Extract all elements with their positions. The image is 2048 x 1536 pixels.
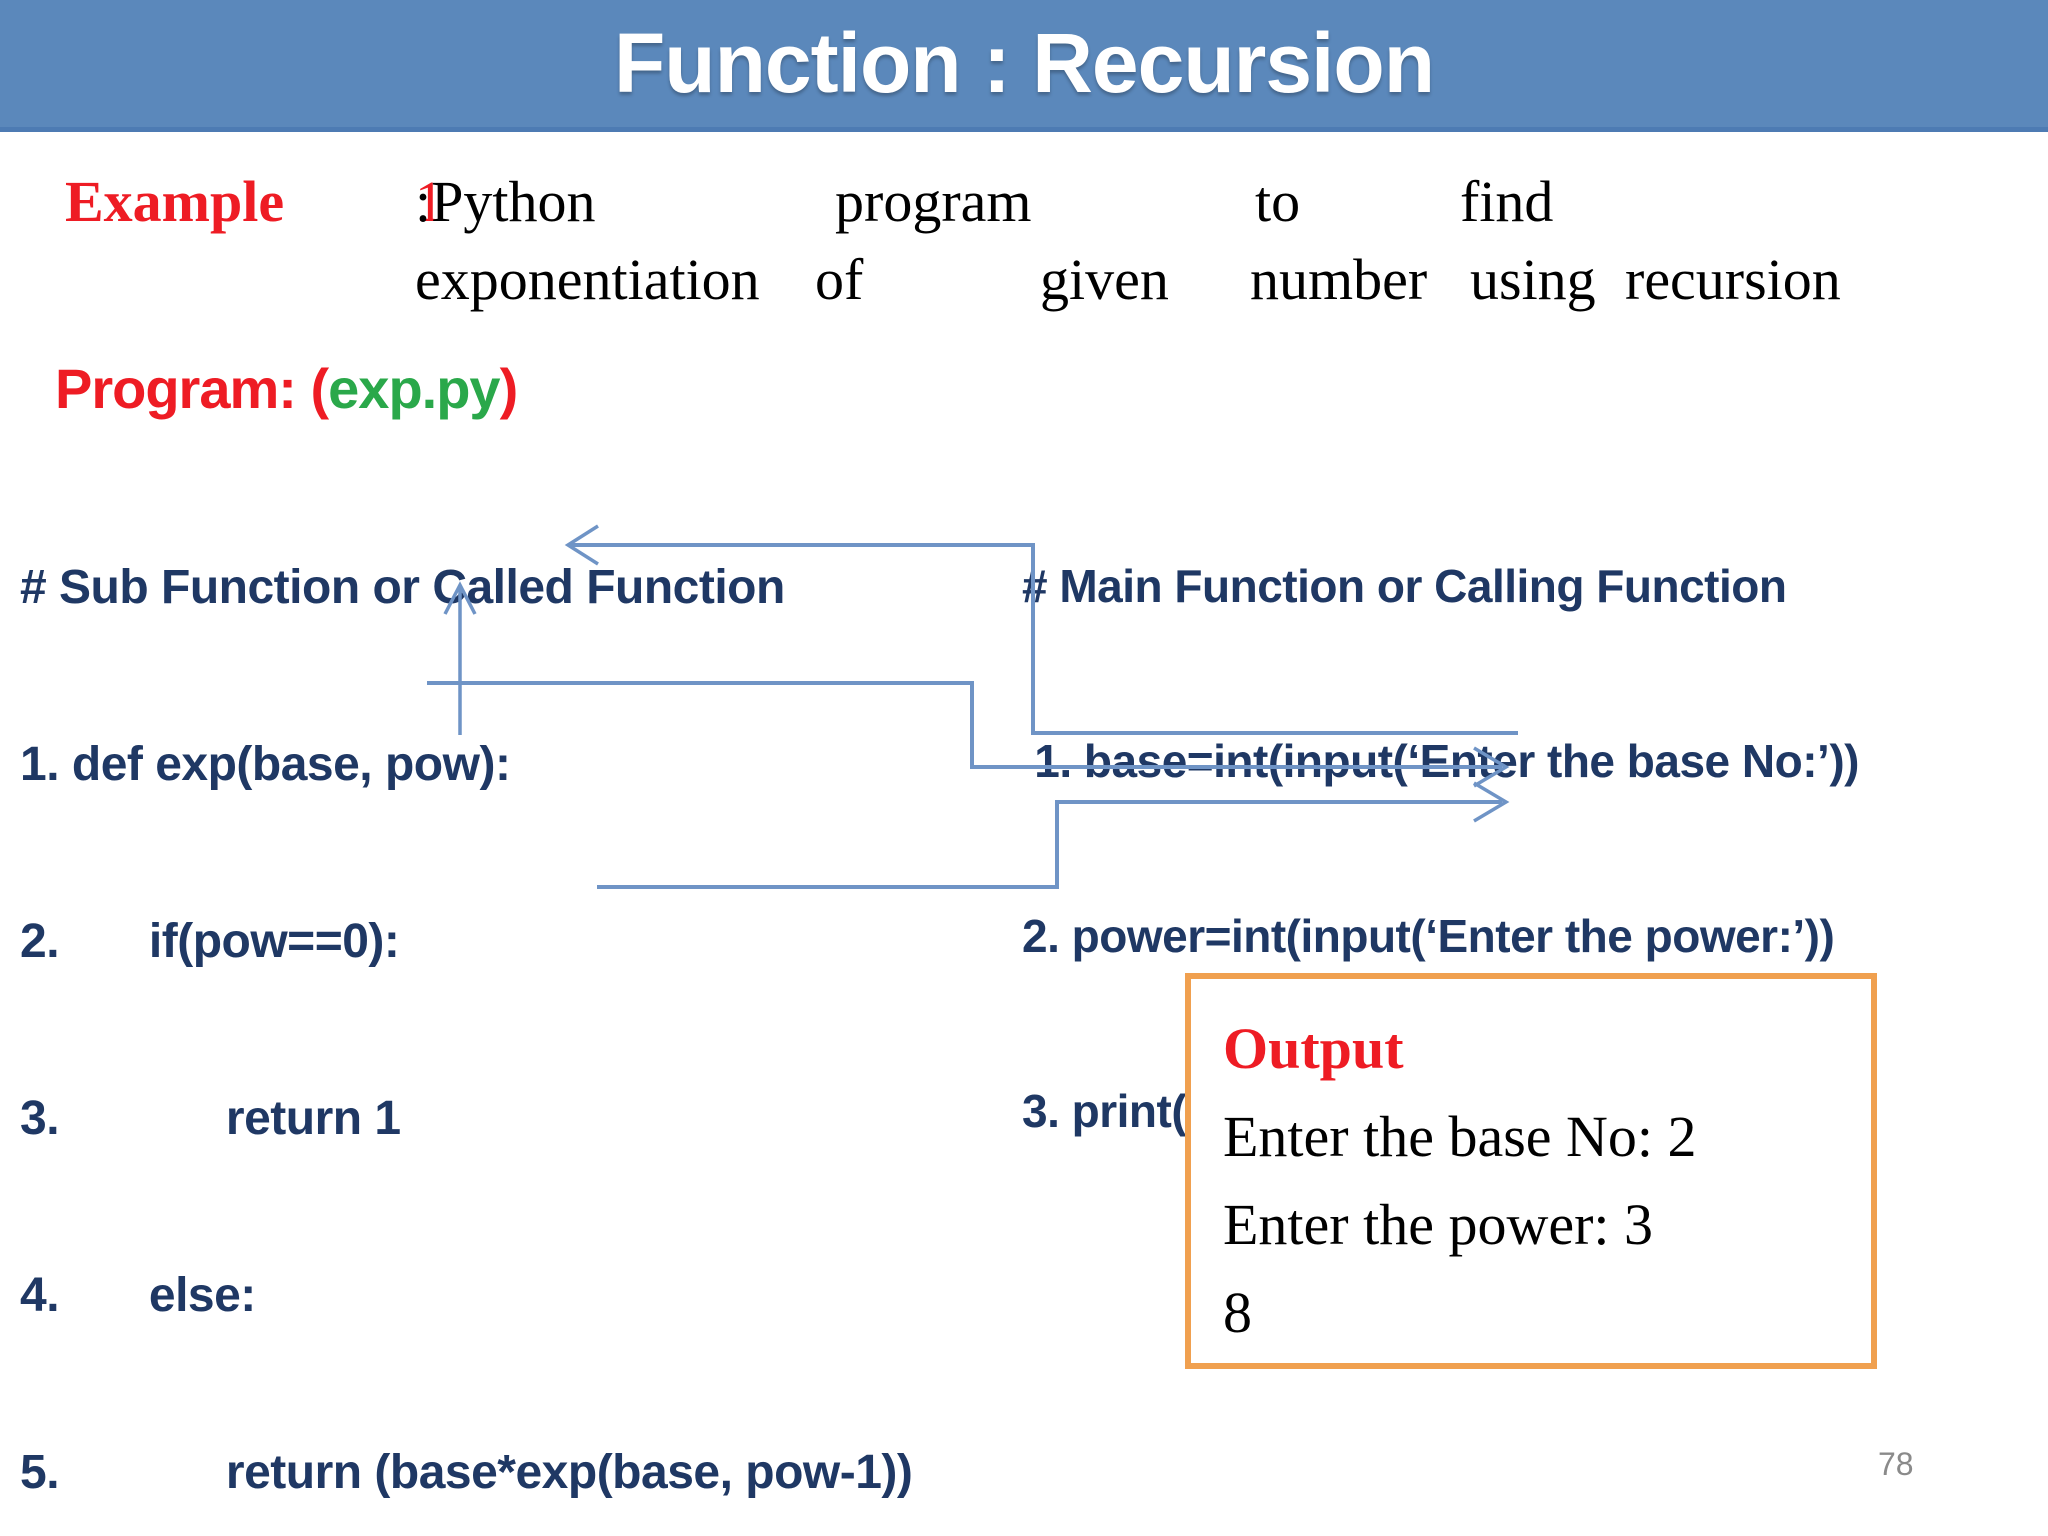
example-word: using — [1470, 247, 1596, 312]
example-word: to — [1255, 169, 1301, 234]
output-box: Output Enter the base No: 2 Enter the po… — [1185, 973, 1877, 1369]
output-title: Output — [1223, 1016, 1404, 1081]
code-line: 2. power=int(input(‘Enter the power:’)) — [1022, 910, 1835, 962]
sub-function-header: # Sub Function or Called Function — [20, 561, 785, 614]
code-line: 3. return 1 — [20, 1092, 401, 1145]
sub-function-code-block: # Sub Function or Called Function 1. def… — [20, 448, 913, 1536]
code-line: 1. base=int(input(‘Enter the base No:’)) — [1022, 735, 1859, 787]
example-word: given — [1040, 247, 1169, 312]
output-line: Enter the power: 3 — [1223, 1192, 1654, 1257]
program-close-paren: ) — [499, 357, 519, 420]
example-word: exponentiation — [415, 247, 760, 312]
program-label: Program: ( — [55, 357, 329, 420]
page-number: 78 — [1878, 1446, 1914, 1482]
example-colon-text: :Python — [415, 169, 596, 234]
title-bar: Function : Recursion — [0, 0, 2048, 132]
example-word: of — [815, 247, 864, 312]
main-function-header: # Main Function or Calling Function — [1022, 560, 1787, 612]
code-line: 2. if(pow==0): — [20, 915, 400, 968]
code-line: 1. def exp(base, pow): — [20, 738, 511, 791]
example-number: 1 — [415, 169, 444, 234]
example-word: number — [1250, 247, 1428, 312]
output-line: Enter the base No: 2 — [1223, 1104, 1697, 1169]
output-line: 8 — [1223, 1280, 1252, 1345]
example-label: Example — [65, 169, 285, 234]
example-word: recursion — [1625, 247, 1841, 312]
code-line: 5. return (base*exp(base, pow-1)) — [20, 1446, 913, 1499]
program-heading: Program: (exp.py) — [55, 356, 519, 421]
example-word: program — [835, 169, 1032, 234]
example-word: find — [1460, 169, 1554, 234]
code-line: 4. else: — [20, 1269, 256, 1322]
program-filename: exp.py — [328, 357, 500, 420]
page-title: Function : Recursion — [614, 16, 1435, 110]
